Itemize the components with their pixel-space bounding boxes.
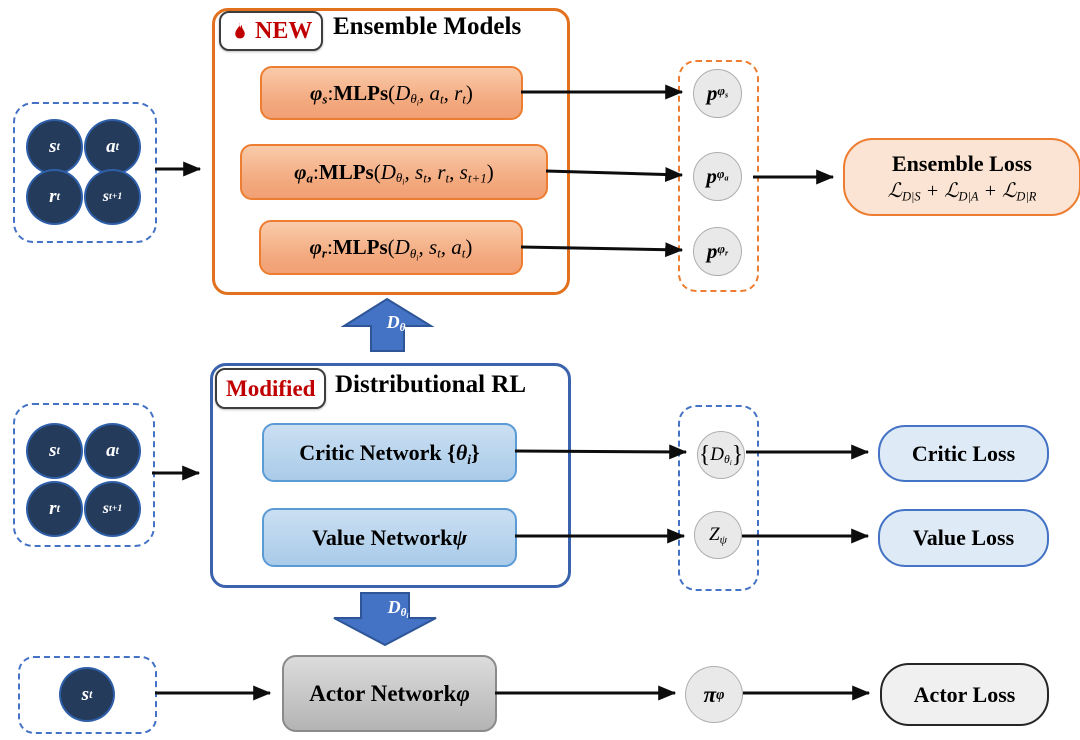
new-badge-label: NEW	[255, 17, 313, 44]
ensemble-loss-formula: ℒD|S + ℒD|A + ℒD|R	[887, 180, 1037, 204]
critic-loss-title: Critic Loss	[911, 440, 1016, 466]
ensemble-loss-box: Ensemble Loss ℒD|S + ℒD|A + ℒD|R	[843, 138, 1080, 216]
mlp-reward-row: φr: MLPs(Dθi, st, at)	[259, 220, 523, 275]
actor-loss-title: Actor Loss	[913, 681, 1016, 707]
mlp-action-row: φa: MLPs(Dθi, st, rt, st+1)	[240, 144, 548, 200]
ensemble-loss-title: Ensemble Loss	[892, 151, 1032, 176]
critic-distribution-node: {Dθi}	[697, 431, 745, 479]
value-loss-box: Value Loss	[878, 509, 1049, 567]
modified-badge-label: Modified	[226, 375, 316, 401]
critic-loss-box: Critic Loss	[878, 425, 1049, 482]
ensemble-section-title: Ensemble Models	[333, 13, 522, 40]
up-arrow-label: Dθi	[386, 312, 408, 336]
actor-loss-box: Actor Loss	[880, 663, 1049, 726]
down-arrow-label: Dθi	[387, 597, 409, 621]
value-loss-title: Value Loss	[912, 525, 1015, 550]
value-distribution-node: Zψ	[694, 511, 742, 559]
value-network-box: Value Network ψ	[262, 508, 517, 567]
actor-network-box: Actor Network φ	[282, 655, 497, 732]
drl-outputs-group	[678, 405, 759, 591]
critic-network-box: Critic Network {θi}	[262, 423, 517, 482]
drl-section-title: Distributional RL	[335, 371, 527, 398]
modified-badge: Modified	[215, 368, 327, 409]
mlp-state-row: φs: MLPs(Dθi, at, rt)	[260, 66, 523, 120]
new-badge: NEW	[219, 11, 324, 51]
flame-icon	[230, 19, 250, 43]
